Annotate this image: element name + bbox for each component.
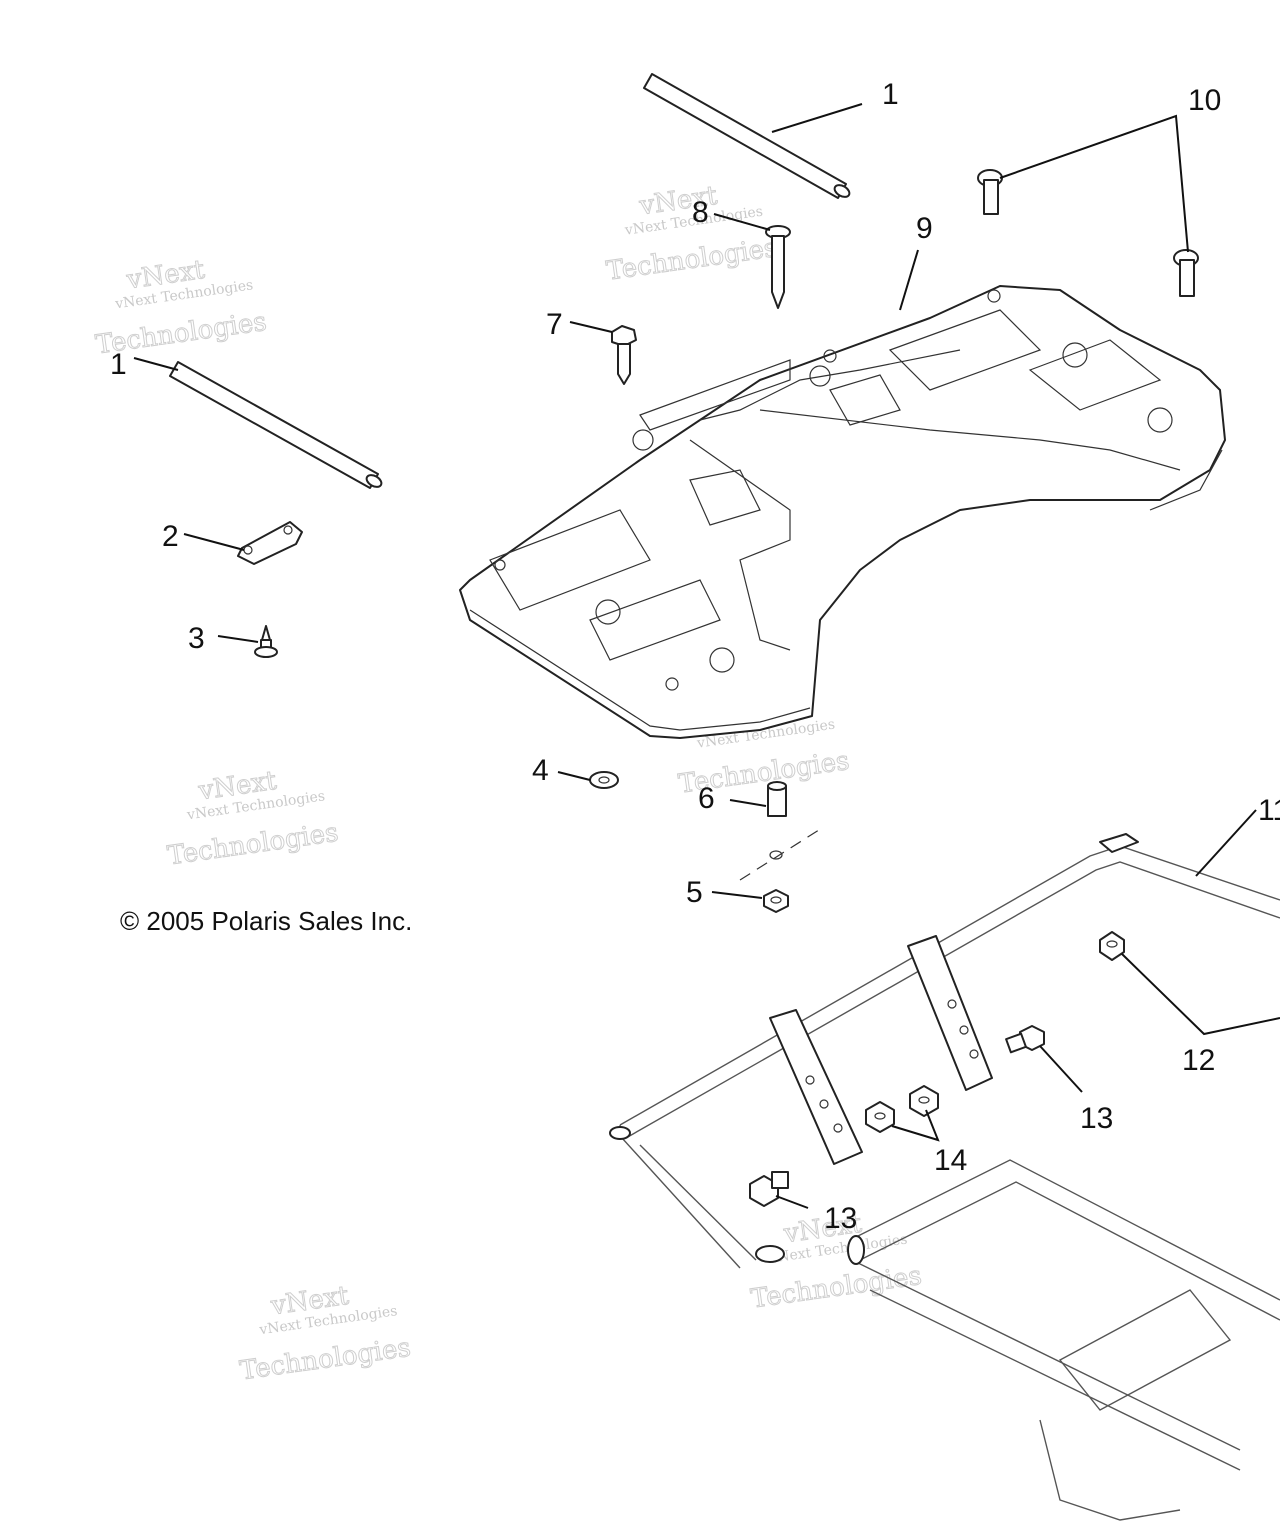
- watermark: vNext vNext Technologies Technologies: [238, 1280, 414, 1387]
- screw-7: [611, 325, 637, 385]
- callout-labels: 1 1 2 3 4 5 6 7 8 9 10 11 12 13 13 14: [110, 78, 1280, 1235]
- watermark: vNext vNext Technologies Technologies: [165, 765, 341, 872]
- svg-text:Technologies: Technologies: [166, 818, 341, 872]
- callout-6: 6: [698, 782, 715, 815]
- leader-lines: [133, 103, 1280, 1209]
- callout-7: 7: [546, 308, 563, 341]
- washer: [589, 771, 619, 789]
- callout-2: 2: [162, 520, 179, 553]
- flange-bolt-13b: [749, 1171, 789, 1207]
- callout-13-lower: 13: [824, 1202, 857, 1235]
- spacer: [767, 781, 787, 817]
- callout-3: 3: [188, 622, 205, 655]
- o-ring-and-axis: [739, 827, 823, 881]
- callout-12: 12: [1182, 1044, 1215, 1077]
- flange-nut-12: [1099, 931, 1125, 961]
- rod-left: [169, 361, 383, 489]
- callout-1-left: 1: [110, 348, 127, 381]
- nut: [763, 889, 789, 913]
- watermark: vNext vNext Technologies Technologies: [604, 180, 780, 287]
- screw-8: [765, 225, 791, 309]
- flange-bolt-13a: [1005, 1025, 1045, 1054]
- flange-nut-14a: [865, 1101, 895, 1133]
- callout-10: 10: [1188, 84, 1221, 117]
- clip-bracket: [237, 521, 303, 565]
- callout-8: 8: [692, 196, 709, 229]
- callout-5: 5: [686, 876, 703, 909]
- watermark: vNext vNext Technologies Technologies: [93, 254, 269, 361]
- copyright-notice: © 2005 Polaris Sales Inc.: [120, 906, 412, 936]
- svg-text:Technologies: Technologies: [605, 233, 780, 287]
- cargo-rack: [459, 285, 1226, 739]
- rod-upper: [643, 73, 851, 199]
- callout-14: 14: [934, 1144, 967, 1177]
- callout-13-right: 13: [1080, 1102, 1113, 1135]
- svg-text:Technologies: Technologies: [749, 1261, 924, 1315]
- bolt-10b: [1173, 249, 1199, 297]
- svg-text:Technologies: Technologies: [238, 1333, 413, 1387]
- callout-11: 11: [1258, 794, 1280, 827]
- vehicle-chassis: [847, 1159, 1280, 1521]
- rack-support-frame: [609, 833, 1280, 1269]
- callout-1-upper: 1: [882, 78, 899, 111]
- bolt-10a: [977, 169, 1003, 215]
- push-rivet: [254, 625, 278, 658]
- callout-9: 9: [916, 212, 933, 245]
- callout-4: 4: [532, 754, 549, 787]
- flange-nut-14b: [909, 1085, 939, 1117]
